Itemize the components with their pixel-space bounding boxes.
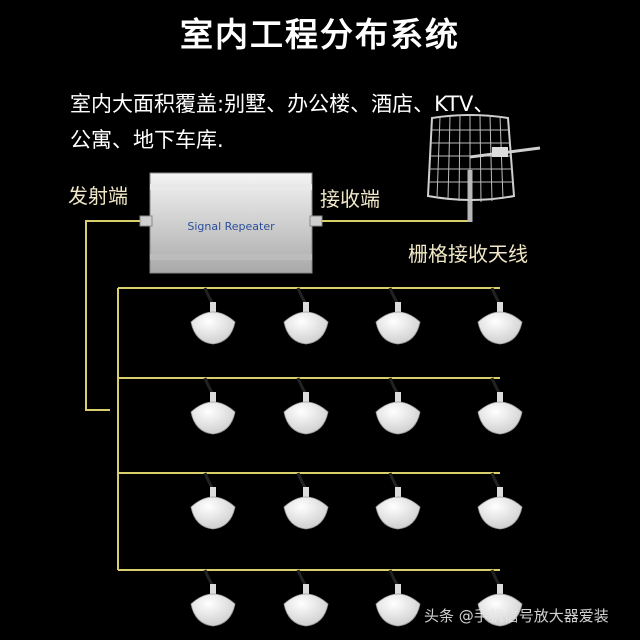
antenna-drop-cable [490, 569, 502, 587]
antenna-dome [375, 496, 421, 530]
coverage-line-2: 公寓、地下车库. [70, 128, 224, 152]
antenna-dome [190, 593, 236, 627]
antenna-drop-cable [203, 472, 215, 490]
ceiling-antenna [375, 377, 421, 435]
antenna-dome [283, 496, 329, 530]
grid-antenna [426, 113, 541, 222]
ceiling-antenna [375, 287, 421, 345]
receive-end-label: 接收端 [320, 187, 380, 211]
antenna-mount [303, 487, 309, 497]
repeater-label: Signal Repeater [187, 220, 275, 233]
coverage-description: 室内大面积覆盖:别墅、办公楼、酒店、KTV、 公寓、地下车库. [70, 86, 494, 158]
antenna-mount [395, 302, 401, 312]
ceiling-antenna [375, 472, 421, 530]
antenna-mount [210, 487, 216, 497]
antenna-drop-cable [490, 472, 502, 490]
antenna-drop-cable [296, 472, 308, 490]
ceiling-antennas [190, 287, 523, 627]
antenna-drop-cable [388, 569, 400, 587]
feed-cable-transmit [85, 220, 140, 411]
ceiling-antenna [190, 377, 236, 435]
antenna-mount [303, 584, 309, 594]
watermark: 头条 @手机信号放大器爱装 [424, 607, 609, 625]
antenna-dome [375, 401, 421, 435]
coverage-line-1: 室内大面积覆盖:别墅、办公楼、酒店、KTV、 [70, 92, 495, 116]
repeater-in-port [309, 215, 323, 227]
antenna-drop-cable [296, 377, 308, 395]
antenna-drop-cable [490, 287, 502, 305]
antenna-drop-cable [388, 377, 400, 395]
ceiling-antenna [477, 472, 523, 530]
antenna-mount [497, 392, 503, 402]
antenna-drop-cable [296, 287, 308, 305]
antenna-drop-cable [203, 287, 215, 305]
antenna-dome [477, 401, 523, 435]
antenna-dome [190, 496, 236, 530]
ceiling-antenna [477, 377, 523, 435]
antenna-dome [477, 496, 523, 530]
antenna-drop-cable [203, 377, 215, 395]
antenna-dome [375, 311, 421, 345]
antenna-dome [283, 401, 329, 435]
ceiling-antenna [283, 377, 329, 435]
antenna-dome [190, 311, 236, 345]
ceiling-antenna [190, 569, 236, 627]
ceiling-antenna [283, 569, 329, 627]
antenna-mount [497, 584, 503, 594]
antenna-dome [477, 311, 523, 345]
repeater-out-port [139, 215, 153, 227]
grid-antenna-label: 栅格接收天线 [408, 242, 528, 266]
antenna-drop-cable [203, 569, 215, 587]
repeater-bottom-ridge [150, 254, 312, 260]
ceiling-antenna [477, 287, 523, 345]
antenna-mount [497, 302, 503, 312]
antenna-mount [497, 487, 503, 497]
ceiling-antenna [375, 569, 421, 627]
ceiling-antenna [477, 569, 523, 627]
antenna-feed [492, 147, 508, 157]
antenna-drop-cable [388, 287, 400, 305]
antenna-dome [375, 593, 421, 627]
antenna-dome [477, 593, 523, 627]
antenna-dish-mesh [429, 113, 513, 203]
antenna-mount [395, 487, 401, 497]
repeater-top-ridge [150, 184, 312, 190]
signal-repeater: Signal Repeater [139, 172, 323, 274]
antenna-mount [395, 392, 401, 402]
ceiling-antenna [190, 472, 236, 530]
ceiling-antenna [190, 287, 236, 345]
ceiling-antenna [283, 472, 329, 530]
cable-network [85, 220, 500, 571]
antenna-mount [303, 302, 309, 312]
antenna-drop-cable [490, 377, 502, 395]
page-title: 室内工程分布系统 [180, 15, 460, 54]
antenna-drop-cable [388, 472, 400, 490]
antenna-mount [395, 584, 401, 594]
antenna-mount [210, 302, 216, 312]
antenna-mount [210, 392, 216, 402]
antenna-dome [190, 401, 236, 435]
antenna-drop-cable [296, 569, 308, 587]
antenna-mount [303, 392, 309, 402]
antenna-mount [210, 584, 216, 594]
ceiling-antenna [283, 287, 329, 345]
antenna-dish-outline [426, 114, 516, 201]
antenna-dome [283, 593, 329, 627]
antenna-dome [283, 311, 329, 345]
transmit-end-label: 发射端 [68, 184, 128, 208]
